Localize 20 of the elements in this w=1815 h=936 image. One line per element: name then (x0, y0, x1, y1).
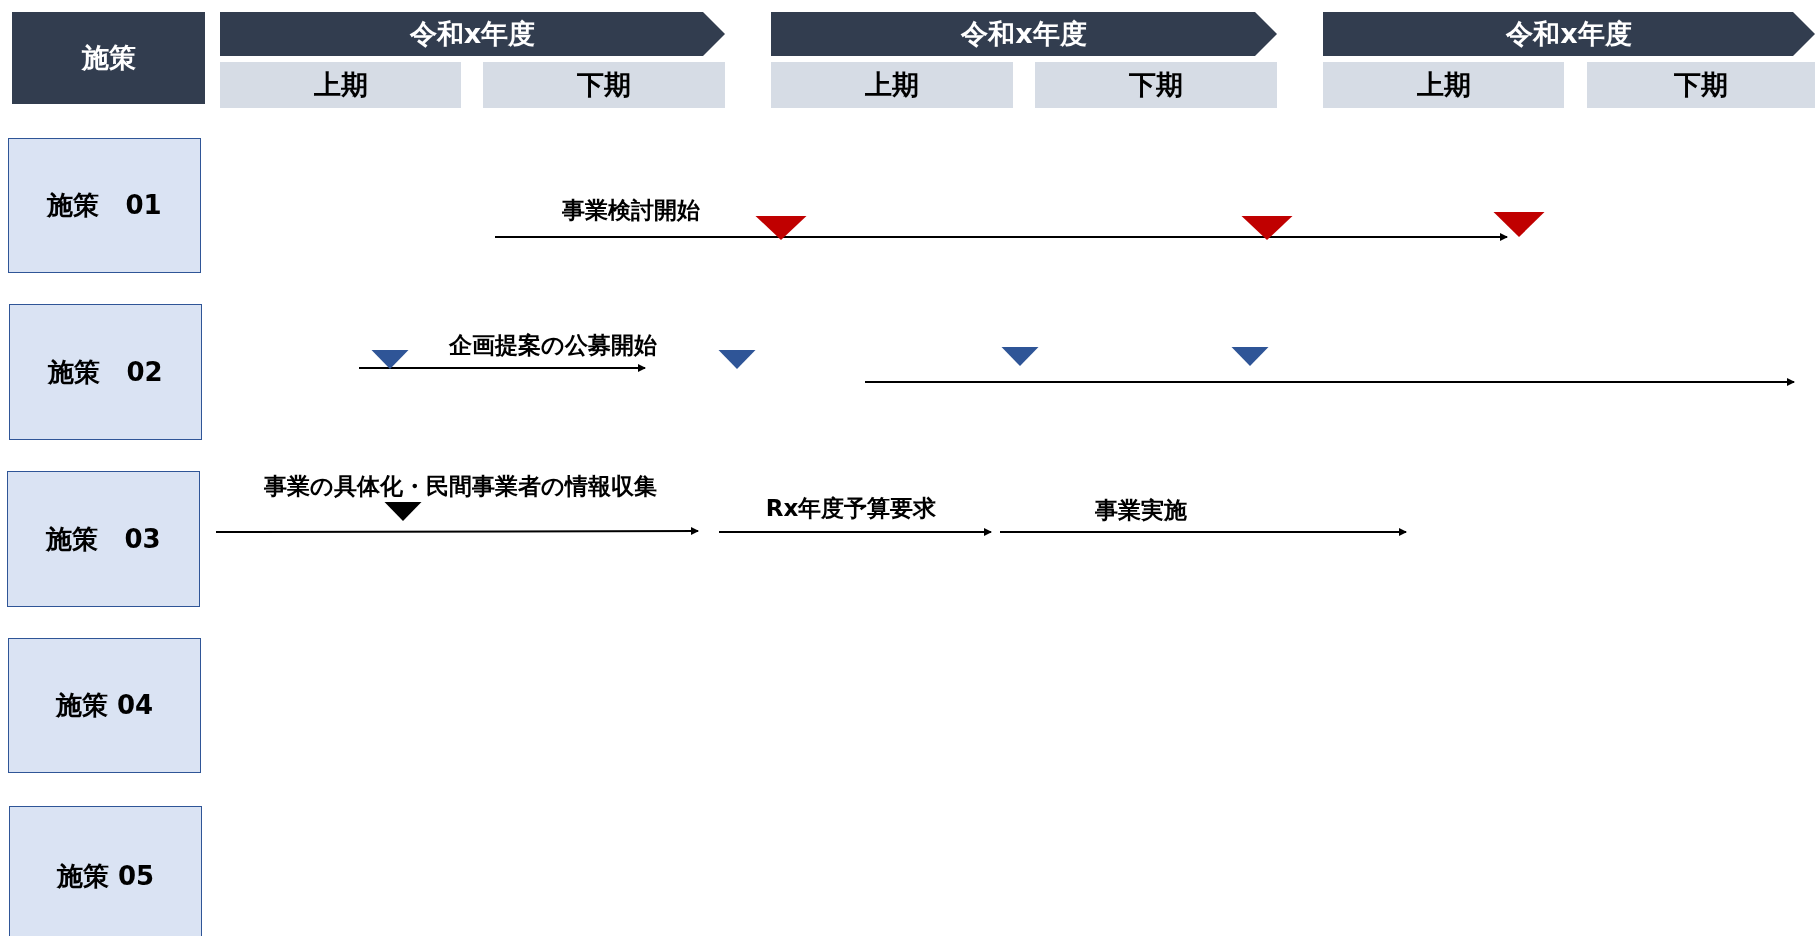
task-label: 事業検討開始 (562, 195, 700, 225)
measure-box: 施策 02 (9, 304, 202, 440)
task-label: 企画提案の公募開始 (449, 330, 657, 360)
measure-box: 施策 05 (9, 806, 202, 936)
task-label: 事業実施 (1095, 495, 1187, 525)
measure-box: 施策 04 (8, 638, 201, 773)
measure-box: 施策 01 (8, 138, 201, 273)
period-box: 上期 (220, 62, 461, 108)
period-box: 下期 (483, 62, 725, 108)
year-header: 令和x年度 (1323, 12, 1815, 56)
period-box: 下期 (1035, 62, 1277, 108)
task-label: Rx年度予算要求 (765, 493, 937, 523)
task-label: 事業の具体化・民間事業者の情報収集 (263, 471, 657, 501)
year-header: 令和x年度 (771, 12, 1277, 56)
period-box: 下期 (1587, 62, 1815, 108)
period-box: 上期 (1323, 62, 1564, 108)
period-box: 上期 (771, 62, 1013, 108)
measure-box: 施策 03 (7, 471, 200, 607)
header-box: 施策 (12, 12, 205, 104)
year-header: 令和x年度 (220, 12, 725, 56)
